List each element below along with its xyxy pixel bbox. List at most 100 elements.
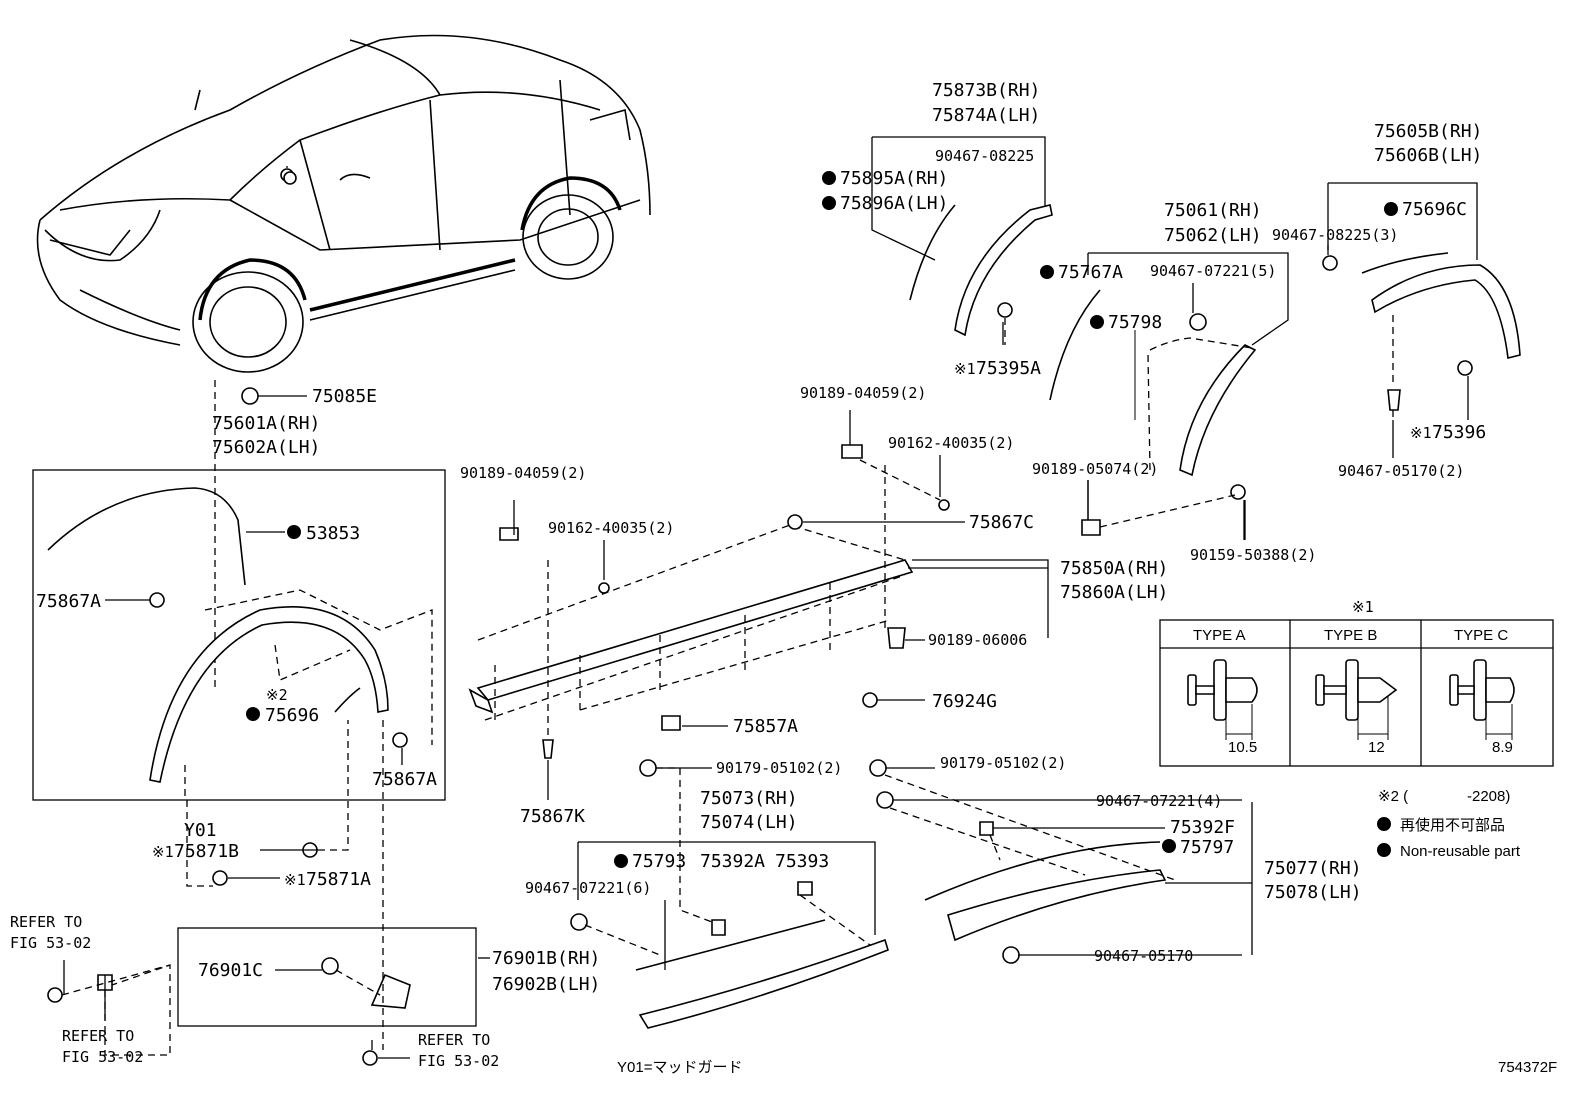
vehicle-illustration <box>36 34 651 373</box>
label-90179-05102-b: 90179-05102(2) <box>940 754 1066 772</box>
label-90162-40035-b: 90162-40035(2) <box>548 519 674 537</box>
label-75062: 75062(LH) <box>1164 225 1262 246</box>
label-90159-50388-2: 90159-50388(2) <box>1190 546 1316 564</box>
label-90162-40035-a: 90162-40035(2) <box>888 434 1014 452</box>
rear-wheel-arch-group <box>1322 182 1521 420</box>
label-75867k: 75867K <box>520 806 585 827</box>
label-75396: 75396 <box>1432 422 1486 443</box>
label-90179-05102-a: 90179-05102(2) <box>716 759 842 777</box>
label-75860a: 75860A(LH) <box>1060 582 1168 603</box>
note-non-reusable-jp: 再使用不可部品 <box>1400 817 1505 834</box>
label-75085e: 75085E <box>312 386 377 407</box>
label-75061: 75061(RH) <box>1164 200 1262 221</box>
label-75392a: 75392A <box>700 851 765 872</box>
label-refer-1a: REFER TO <box>10 913 82 931</box>
label-ref-mark-2: ※2 <box>266 686 288 704</box>
label-75392f: 75392F <box>1170 817 1235 838</box>
label-75798: 75798 <box>1108 312 1162 333</box>
type-a-clip-drawing <box>1187 659 1258 740</box>
label-75395a: 75395A <box>976 358 1041 379</box>
label-75874a: 75874A(LH) <box>932 105 1040 126</box>
label-90189-04059-a: 90189-04059(2) <box>800 384 926 402</box>
figure-number: 754372F <box>1498 1059 1557 1076</box>
label-75601a: 75601A(RH) <box>212 413 320 434</box>
label-ref-mark-1b: ※1 <box>1410 424 1432 442</box>
label-53853: 53853 <box>306 523 360 544</box>
label-75857a: 75857A <box>733 716 798 737</box>
label-75606b: 75606B(LH) <box>1374 145 1482 166</box>
table-ref-mark: ※1 <box>1352 598 1374 616</box>
label-75871a: 75871A <box>306 869 371 890</box>
note-mark-2-date: -2208) <box>1467 788 1510 805</box>
label-90189-05074-2: 90189-05074(2) <box>1032 460 1158 478</box>
leader-lines <box>63 166 1469 1059</box>
label-76901c: 76901C <box>198 960 263 981</box>
type-b-clip-drawing <box>1315 659 1398 740</box>
label-y01: Y01 <box>184 820 217 841</box>
label-76901b: 76901B(RH) <box>492 948 600 969</box>
type-a-header: TYPE A <box>1193 627 1246 644</box>
label-90467-08225-3: 90467-08225(3) <box>1272 226 1398 244</box>
label-ref-mark-1a: ※1 <box>954 360 976 378</box>
front-fender-molding-group <box>32 380 446 801</box>
label-75602a: 75602A(LH) <box>212 437 320 458</box>
rear-fender-molding-group <box>280 136 1053 345</box>
label-ref-mark-1c: ※1 <box>152 843 174 861</box>
label-75895a: 75895A(RH) <box>840 168 948 189</box>
rear-door-molding-group <box>869 759 1253 964</box>
label-90467-07221-5: 90467-07221(5) <box>1150 262 1276 280</box>
non-reusable-markers <box>246 171 1398 868</box>
label-75073: 75073(RH) <box>700 788 798 809</box>
label-75696: 75696 <box>265 705 319 726</box>
type-c-header: TYPE C <box>1454 627 1508 644</box>
type-b-dim: 12 <box>1368 739 1385 756</box>
type-c-clip-drawing <box>1449 659 1515 740</box>
type-a-dim: 10.5 <box>1228 739 1257 756</box>
type-c-dim: 8.9 <box>1492 739 1513 756</box>
label-refer-1b: FIG 53-02 <box>10 934 91 952</box>
label-75393: 75393 <box>775 851 829 872</box>
label-90467-07221-4: 90467-07221(4) <box>1096 792 1222 810</box>
clip-type-table: ※1 TYPE A TYPE B TYPE C 10.5 12 <box>1159 598 1554 767</box>
label-75696c: 75696C <box>1402 199 1467 220</box>
label-refer-2a: REFER TO <box>62 1027 134 1045</box>
label-90189-04059-b: 90189-04059(2) <box>460 464 586 482</box>
footer: Y01=マッドガード 754372F <box>617 1059 1557 1076</box>
note-non-reusable-en: Non-reusable part <box>1400 843 1521 860</box>
label-75605b: 75605B(RH) <box>1374 121 1482 142</box>
label-90467-05170: 90467-05170 <box>1094 947 1193 965</box>
label-90467-05170-2: 90467-05170(2) <box>1338 462 1464 480</box>
part-number-labels: 75873B(RH) 75874A(LH) 90467-08225 75895A… <box>10 80 1486 1070</box>
rocker-molding-group <box>468 444 1049 759</box>
label-90467-07221-6: 90467-07221(6) <box>525 879 651 897</box>
label-75871b: 75871B <box>174 841 239 862</box>
label-90189-06006: 90189-06006 <box>928 631 1027 649</box>
label-75767a: 75767A <box>1058 262 1123 283</box>
footer-y01-note: Y01=マッドガード <box>617 1059 742 1076</box>
label-refer-2b: FIG 53-02 <box>62 1048 143 1066</box>
label-75867c: 75867C <box>969 512 1034 533</box>
label-76902b: 76902B(LH) <box>492 974 600 995</box>
quarter-molding-group <box>1049 252 1289 540</box>
mud-guard-group <box>47 720 477 1066</box>
label-75896a: 75896A(LH) <box>840 193 948 214</box>
label-refer-3a: REFER TO <box>418 1031 490 1049</box>
label-75873b: 75873B(RH) <box>932 80 1040 101</box>
label-75797: 75797 <box>1180 837 1234 858</box>
note-mark-2: ※2 ( <box>1378 788 1408 805</box>
label-75077: 75077(RH) <box>1264 858 1362 879</box>
label-75867a-2: 75867A <box>372 769 437 790</box>
label-76924g: 76924G <box>932 691 997 712</box>
label-refer-3b: FIG 53-02 <box>418 1052 499 1070</box>
label-75850a: 75850A(RH) <box>1060 558 1168 579</box>
label-75867a-1: 75867A <box>36 591 101 612</box>
notes-legend: ※2 ( -2208) 再使用不可部品 Non-reusable part <box>1378 788 1521 860</box>
label-75074: 75074(LH) <box>700 812 798 833</box>
type-b-header: TYPE B <box>1324 627 1377 644</box>
label-90467-08225: 90467-08225 <box>935 147 1034 165</box>
label-ref-mark-1d: ※1 <box>284 871 306 889</box>
label-75078: 75078(LH) <box>1264 882 1362 903</box>
label-75793: 75793 <box>632 851 686 872</box>
